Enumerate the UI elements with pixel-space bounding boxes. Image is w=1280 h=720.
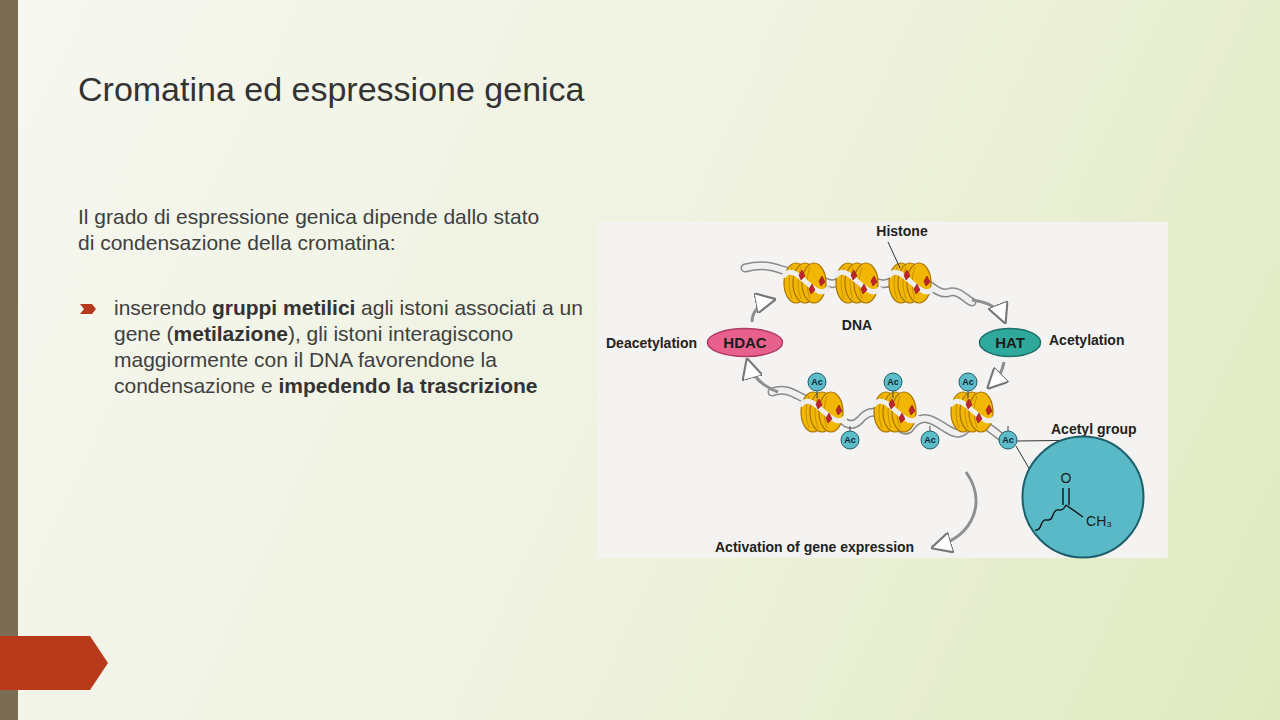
- part-label: Histone: [876, 223, 927, 239]
- part-label: Acetyl group: [1051, 421, 1137, 437]
- bullet-item: inserendogruppi metiliciagli istoni asso…: [114, 295, 596, 399]
- ac-badge: [884, 373, 902, 391]
- ac-stem: [1008, 426, 1009, 431]
- nucleosome: [873, 392, 919, 432]
- process-label: Deacetylation: [606, 335, 697, 351]
- ac-badge: [959, 373, 977, 391]
- side-bar: [0, 0, 18, 720]
- nucleosome: [800, 392, 846, 432]
- process-label: Acetylation: [1049, 332, 1124, 348]
- node-text: O: [1061, 470, 1072, 486]
- part-label: DNA: [842, 317, 872, 333]
- leader-line: [888, 242, 900, 268]
- bold-term: impedendo la trascrizione: [278, 374, 537, 397]
- body-text: Il grado di espressione genica dipende d…: [78, 204, 548, 256]
- bullet-text: inserendo: [114, 296, 206, 319]
- node-outline: [1021, 435, 1145, 559]
- dna-strand: [772, 390, 1012, 440]
- ac-badge: [999, 431, 1017, 449]
- slide-title: Cromatina ed espressione genica: [78, 70, 585, 109]
- figure-panel: [597, 222, 1168, 558]
- leader-line: [1016, 446, 1030, 470]
- cycle-arrow: [972, 300, 1004, 320]
- dna-strand: [772, 390, 1012, 440]
- ac-badge: [841, 431, 859, 449]
- enzyme-ellipse: HDAC: [706, 327, 784, 358]
- nucleosome: [835, 263, 881, 303]
- nucleosome: [783, 263, 829, 303]
- ac-stem: [850, 426, 851, 431]
- acetyl-mark: Ac: [924, 435, 936, 445]
- nucleosome: [950, 392, 996, 432]
- acetyl-mark: Ac: [887, 377, 899, 387]
- bullet-arrow: [80, 304, 96, 314]
- acetyl-mark: Ac: [844, 435, 856, 445]
- node-text: CH₃: [1086, 513, 1112, 529]
- node-text: HAT: [995, 334, 1025, 351]
- acetyl-mark: Ac: [1002, 435, 1014, 445]
- cycle-arrow: [990, 362, 1004, 386]
- ac-badge: [808, 373, 826, 391]
- outcome-label: Activation of gene expression: [715, 539, 914, 555]
- ac-stem: [930, 426, 931, 431]
- enzyme-ellipse: HAT: [978, 327, 1042, 358]
- acetyl-group-circle: O CH₃: [1021, 435, 1145, 559]
- acetyl-mark: Ac: [811, 377, 823, 387]
- node-text: HDAC: [723, 334, 766, 351]
- cycle-arrow: [748, 362, 778, 392]
- ac-badge: [921, 431, 939, 449]
- bold-term: gruppi metilici: [212, 296, 356, 319]
- ac-stem: [893, 391, 894, 398]
- ac-stem: [968, 391, 969, 398]
- ac-stem: [817, 391, 818, 398]
- bold-term: metilazione: [174, 322, 288, 345]
- cycle-arrow: [752, 300, 772, 322]
- corner-arrow: [0, 636, 108, 690]
- acetyl-mark: Ac: [962, 377, 974, 387]
- activation-arrow: [935, 472, 976, 547]
- nucleosome: [888, 263, 934, 303]
